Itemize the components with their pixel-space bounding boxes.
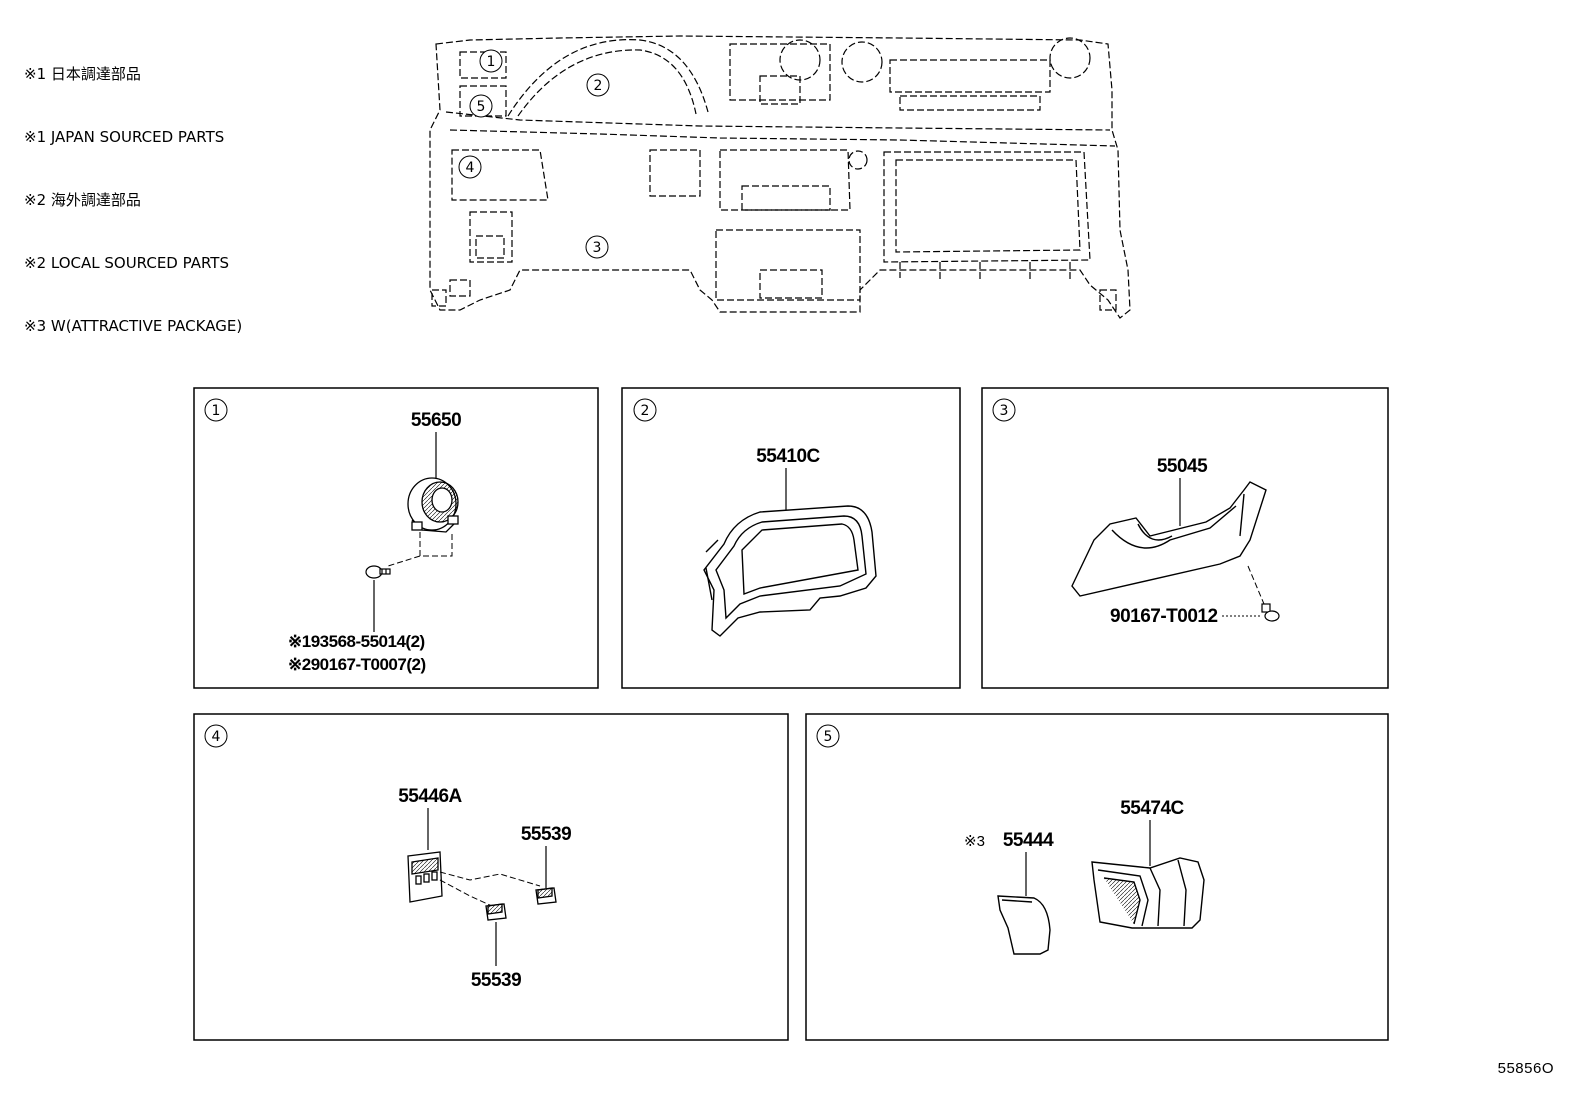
overview-callout-2: 2 [586, 73, 610, 97]
vent-part-55650 [407, 477, 459, 533]
svg-text:5: 5 [477, 99, 486, 115]
panel-2-index: 2 [641, 403, 650, 419]
switch-bezel-55446A [407, 851, 443, 903]
svg-text:3: 3 [593, 240, 602, 256]
fastener-93568-55014: ※193568-55014(2) [288, 632, 425, 651]
pocket-55474C [1091, 857, 1205, 929]
part-55410C: 55410C [756, 446, 820, 467]
part-55444: 55444 [1003, 830, 1054, 851]
note-line-1: ※1 日本調達部品 [24, 65, 141, 83]
part-55045: 55045 [1157, 456, 1208, 477]
overview-callout-4: 4 [458, 155, 482, 179]
diagram-id: 55856O [1497, 1060, 1554, 1077]
overview-callout-1: 1 [479, 49, 503, 73]
panel-3: 3 55045 90167-T0012 [981, 387, 1389, 689]
screw-90167-T0012 [1261, 603, 1280, 622]
svg-text:1: 1 [487, 54, 496, 70]
part-55539-lower: 55539 [471, 970, 521, 991]
notes-block: ※1 日本調達部品 ※1 JAPAN SOURCED PARTS ※2 海外調達… [24, 22, 242, 358]
screw-fastener-1 [365, 565, 391, 579]
overview-callout-3: 3 [585, 235, 609, 259]
part-55446A: 55446A [398, 786, 462, 807]
overview-callouts: 1 2 3 4 5 [458, 49, 610, 259]
panel-4-index: 4 [212, 729, 221, 745]
note-line-3: ※2 海外調達部品 [24, 191, 141, 209]
note-line-4: ※2 LOCAL SOURCED PARTS [24, 254, 229, 272]
part-90167-T0012: 90167-T0012 [1110, 606, 1218, 627]
panel-4: 4 55446A 55539 55539 [193, 713, 789, 1041]
garnish-55444 [997, 895, 1051, 955]
panel-1-index: 1 [212, 403, 221, 419]
panel-1: 1 55650 ※193568-55014(2) ※290167-T0007(2… [193, 387, 599, 689]
part-55539-upper: 55539 [521, 824, 571, 845]
switch-55539-lower [485, 903, 507, 921]
panel-5-index: 5 [824, 729, 833, 745]
svg-text:2: 2 [594, 78, 603, 94]
lower-panel-55045 [1071, 481, 1267, 597]
switch-55539-upper [535, 887, 557, 905]
note-line-2: ※1 JAPAN SOURCED PARTS [24, 128, 225, 146]
meter-hood-55410C [703, 505, 877, 637]
part-55444-prefix: ※3 [964, 833, 985, 850]
part-55474C: 55474C [1120, 798, 1184, 819]
panel-3-index: 3 [1000, 403, 1009, 419]
instrument-panel-overview [429, 35, 1131, 319]
svg-text:4: 4 [466, 160, 475, 176]
part-55650: 55650 [411, 410, 461, 431]
fastener-90167-T0007: ※290167-T0007(2) [288, 655, 426, 674]
overview-callout-5: 5 [469, 94, 493, 118]
panel-2: 2 55410C [621, 387, 961, 689]
note-line-5: ※3 W(ATTRACTIVE PACKAGE) [24, 317, 243, 335]
panel-5: 5 ※3 55444 55474C [805, 713, 1389, 1041]
